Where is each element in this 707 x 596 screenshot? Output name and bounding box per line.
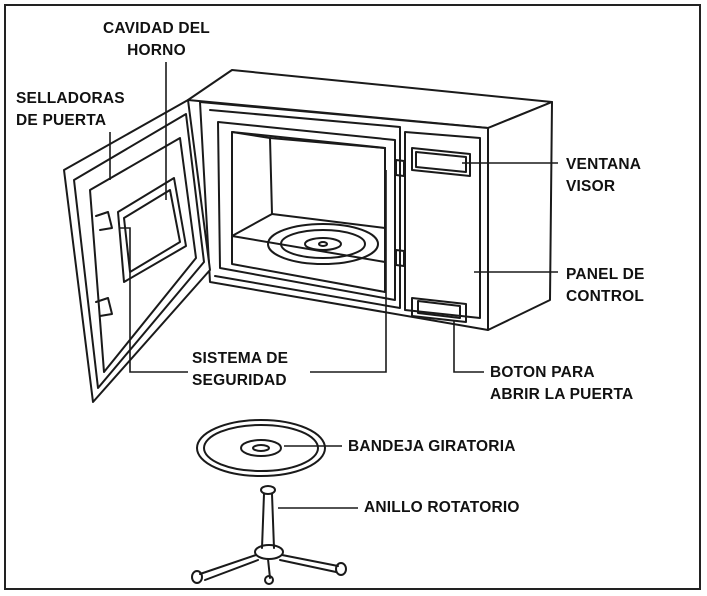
label-cavidad-del-horno: CAVIDAD DEL HORNO	[103, 20, 210, 59]
roller-ring	[191, 485, 347, 585]
open-door	[63, 99, 211, 403]
leader-sistema-1	[310, 170, 387, 373]
microwave-body	[187, 69, 553, 331]
turntable-tray	[196, 419, 326, 477]
inner-turntable	[267, 223, 379, 265]
leader-boton	[453, 320, 484, 373]
oven-cavity	[217, 121, 396, 301]
label-anillo-rotatorio: ANILLO ROTATORIO	[364, 499, 520, 516]
label-ventana-visor: VENTANA VISOR	[566, 156, 642, 195]
label-panel-de-control: PANEL DE CONTROL	[566, 266, 645, 305]
label-boton-abrir-puerta: BOTON PARA ABRIR LA PUERTA	[490, 364, 634, 403]
label-selladoras-de-puerta: SELLADORAS DE PUERTA	[16, 90, 125, 129]
control-panel	[395, 131, 481, 323]
label-sistema-de-seguridad: SISTEMA DE SEGURIDAD	[192, 350, 289, 389]
label-bandeja-giratoria: BANDEJA GIRATORIA	[348, 438, 516, 455]
leader-sistema-2	[120, 227, 188, 373]
